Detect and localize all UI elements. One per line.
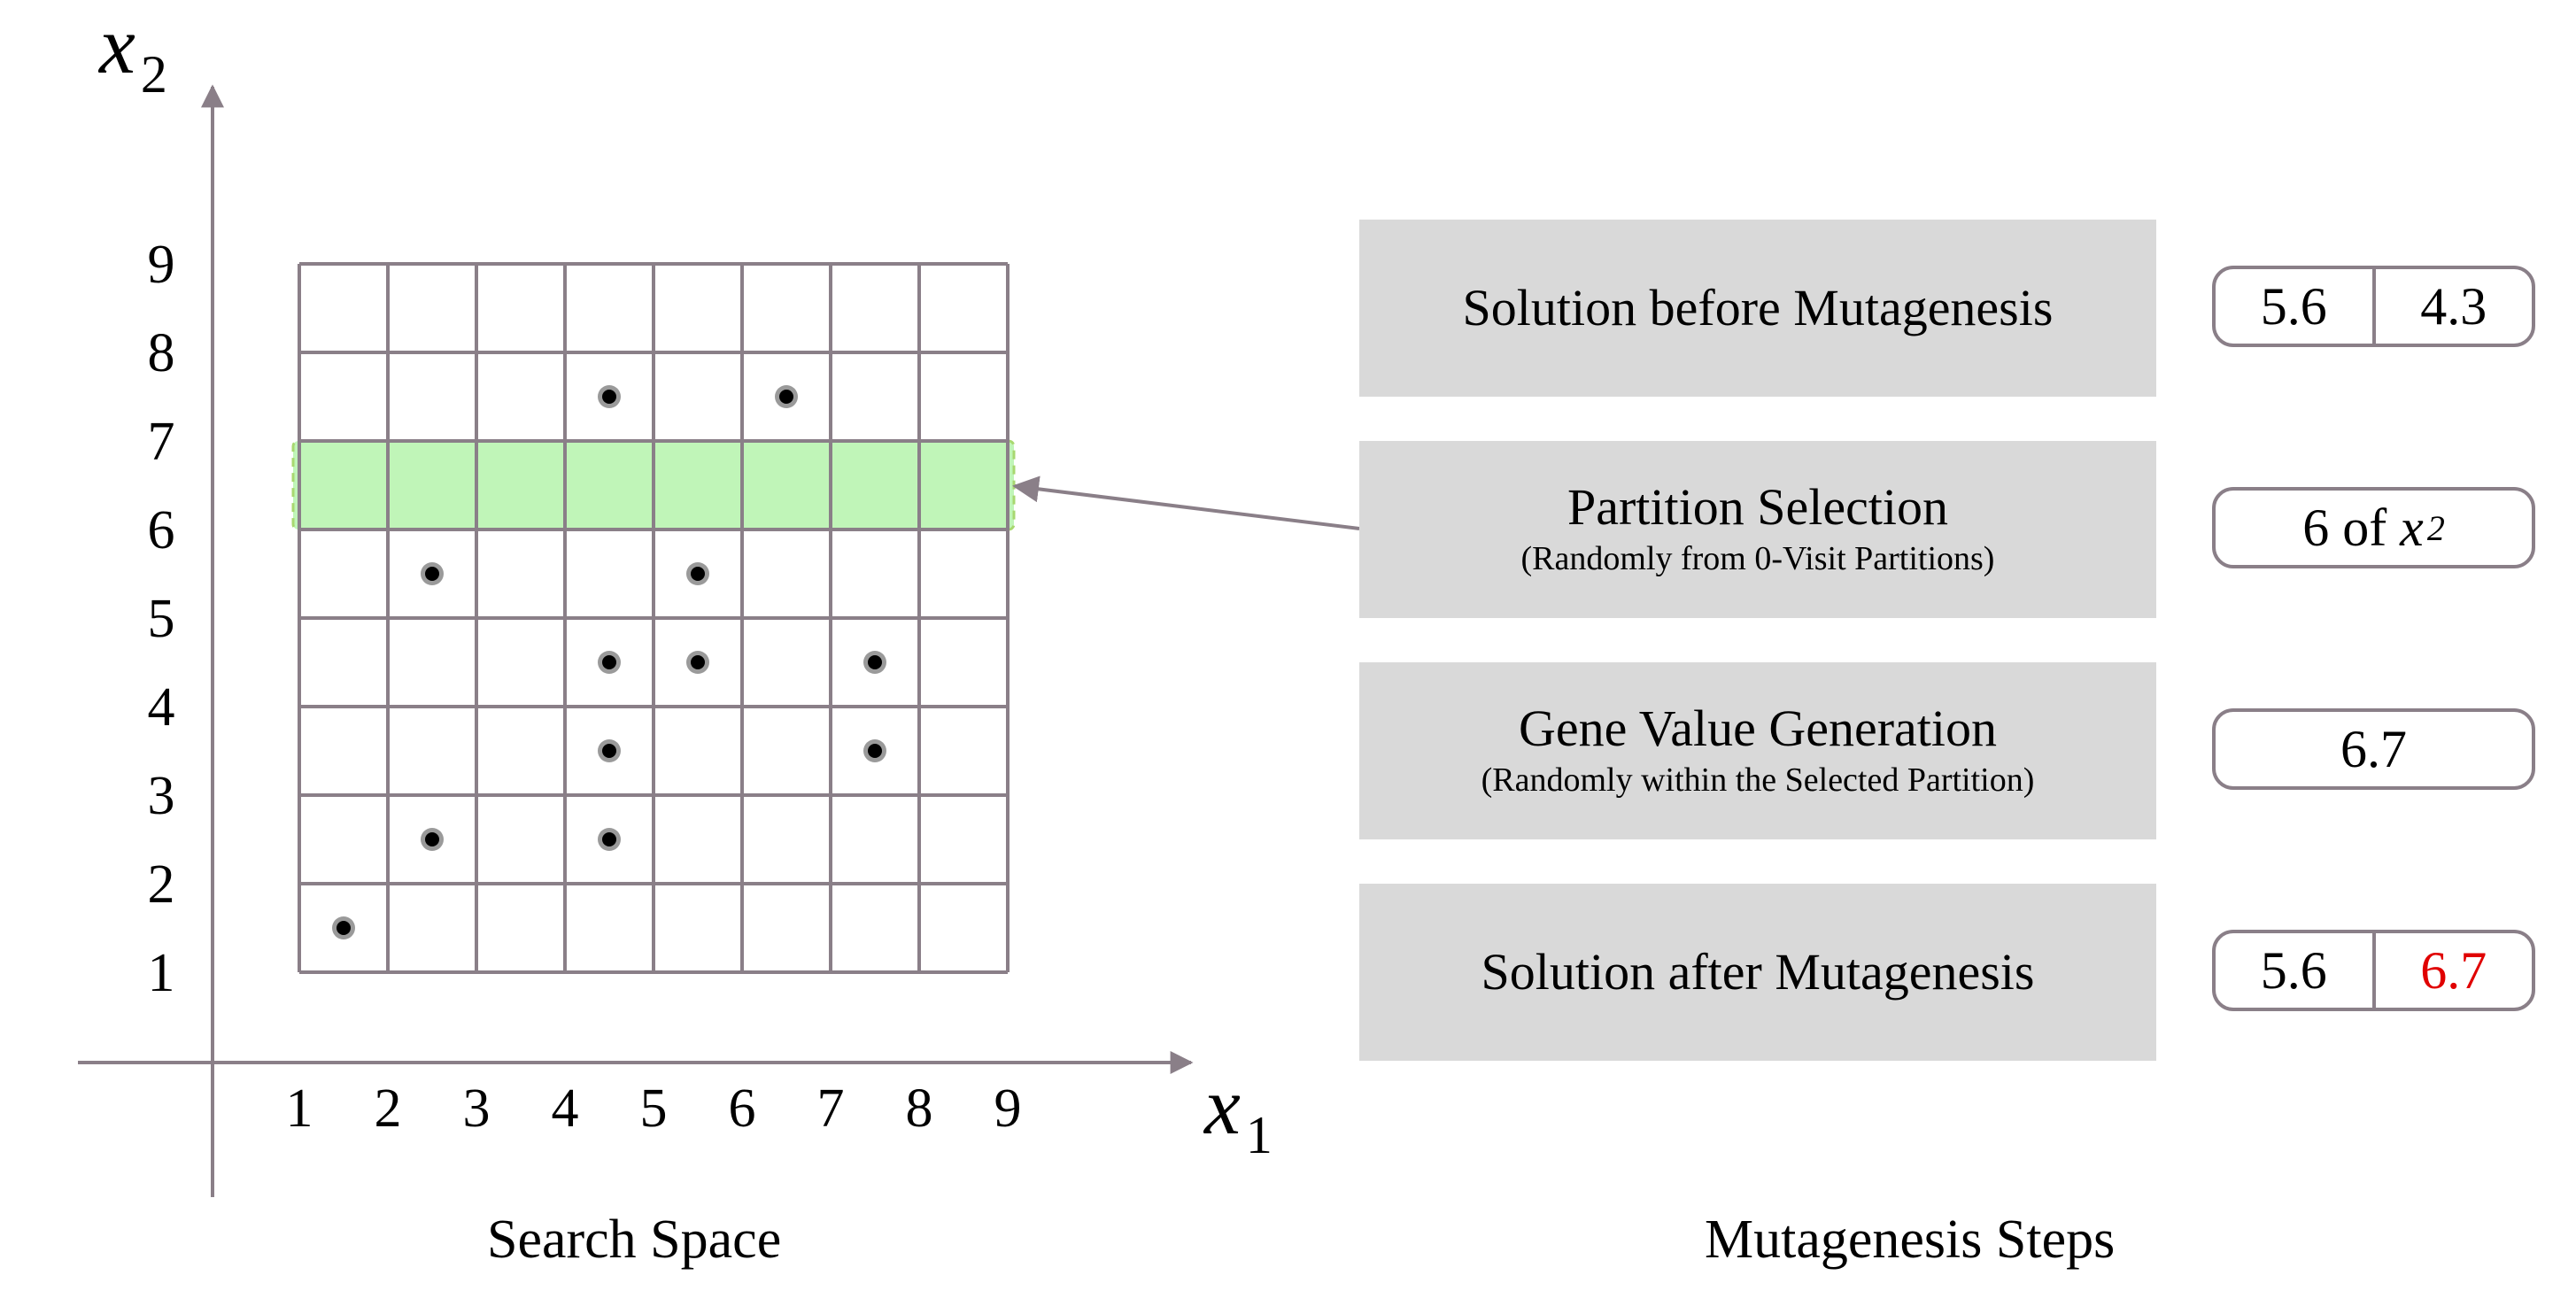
step-title: Gene Value Generation: [1518, 699, 1998, 757]
visited-point: [602, 832, 616, 846]
y-tick-label: 3: [148, 766, 175, 826]
x-tick-label: 1: [286, 1078, 313, 1139]
visited-point: [779, 390, 793, 404]
step-subtitle: (Randomly from 0-Visit Partitions): [1520, 539, 1995, 577]
visited-point: [602, 390, 616, 404]
step-gene-value-generation: Gene Value Generation (Randomly within t…: [1359, 662, 2156, 839]
visited-point: [691, 655, 705, 669]
x-tick-label: 3: [463, 1078, 491, 1139]
generated-gene-value: 6.7: [2340, 719, 2407, 778]
y-tick-label: 7: [148, 412, 175, 472]
y-tick-label: 6: [148, 500, 175, 560]
gene-x1-value: 5.6: [2260, 276, 2327, 336]
y-tick-label: 9: [148, 235, 175, 295]
x-tick-label: 8: [906, 1078, 933, 1139]
step-subtitle: (Randomly within the Selected Partition): [1481, 761, 2035, 799]
visited-point: [425, 832, 439, 846]
solution-after-values: 5.6 6.7: [2212, 930, 2535, 1011]
x-tick-label: 2: [375, 1078, 402, 1139]
step-title: Partition Selection: [1566, 477, 1949, 536]
mutagenesis-steps-caption: Mutagenesis Steps: [1705, 1210, 2116, 1270]
y-tick-label: 5: [148, 589, 175, 649]
visited-point: [425, 567, 439, 581]
visited-point: [868, 744, 882, 758]
step-partition-selection: Partition Selection (Randomly from 0-Vis…: [1359, 441, 2156, 618]
x-tick-label: 9: [994, 1078, 1022, 1139]
y-tick-label: 8: [148, 323, 175, 383]
generated-value: 6.7: [2212, 708, 2535, 790]
x-tick-label: 4: [552, 1078, 579, 1139]
step-title: Solution before Mutagenesis: [1462, 278, 2054, 336]
visited-point: [602, 744, 616, 758]
gene-x1-value: 5.6: [2260, 940, 2327, 1000]
gene-x2-value: 4.3: [2371, 269, 2533, 344]
step-title: Solution after Mutagenesis: [1481, 942, 2035, 1001]
step-solution-after: Solution after Mutagenesis: [1359, 884, 2156, 1061]
x-tick-label: 5: [640, 1078, 668, 1139]
visited-point: [337, 921, 351, 935]
x-tick-label: 7: [817, 1078, 845, 1139]
search-space-caption: Search Space: [487, 1210, 782, 1270]
y-tick-label: 1: [148, 943, 175, 1003]
visited-point: [868, 655, 882, 669]
y-tick-label: 4: [148, 677, 175, 738]
visited-point: [691, 567, 705, 581]
partition-arrow: [1012, 475, 1360, 530]
solution-before-values: 5.6 4.3: [2212, 266, 2535, 347]
y-tick-label: 2: [148, 854, 175, 915]
visited-point: [602, 655, 616, 669]
step-solution-before: Solution before Mutagenesis: [1359, 220, 2156, 397]
x-tick-label: 6: [729, 1078, 756, 1139]
mutated-gene-x2-value: 6.7: [2371, 933, 2533, 1008]
